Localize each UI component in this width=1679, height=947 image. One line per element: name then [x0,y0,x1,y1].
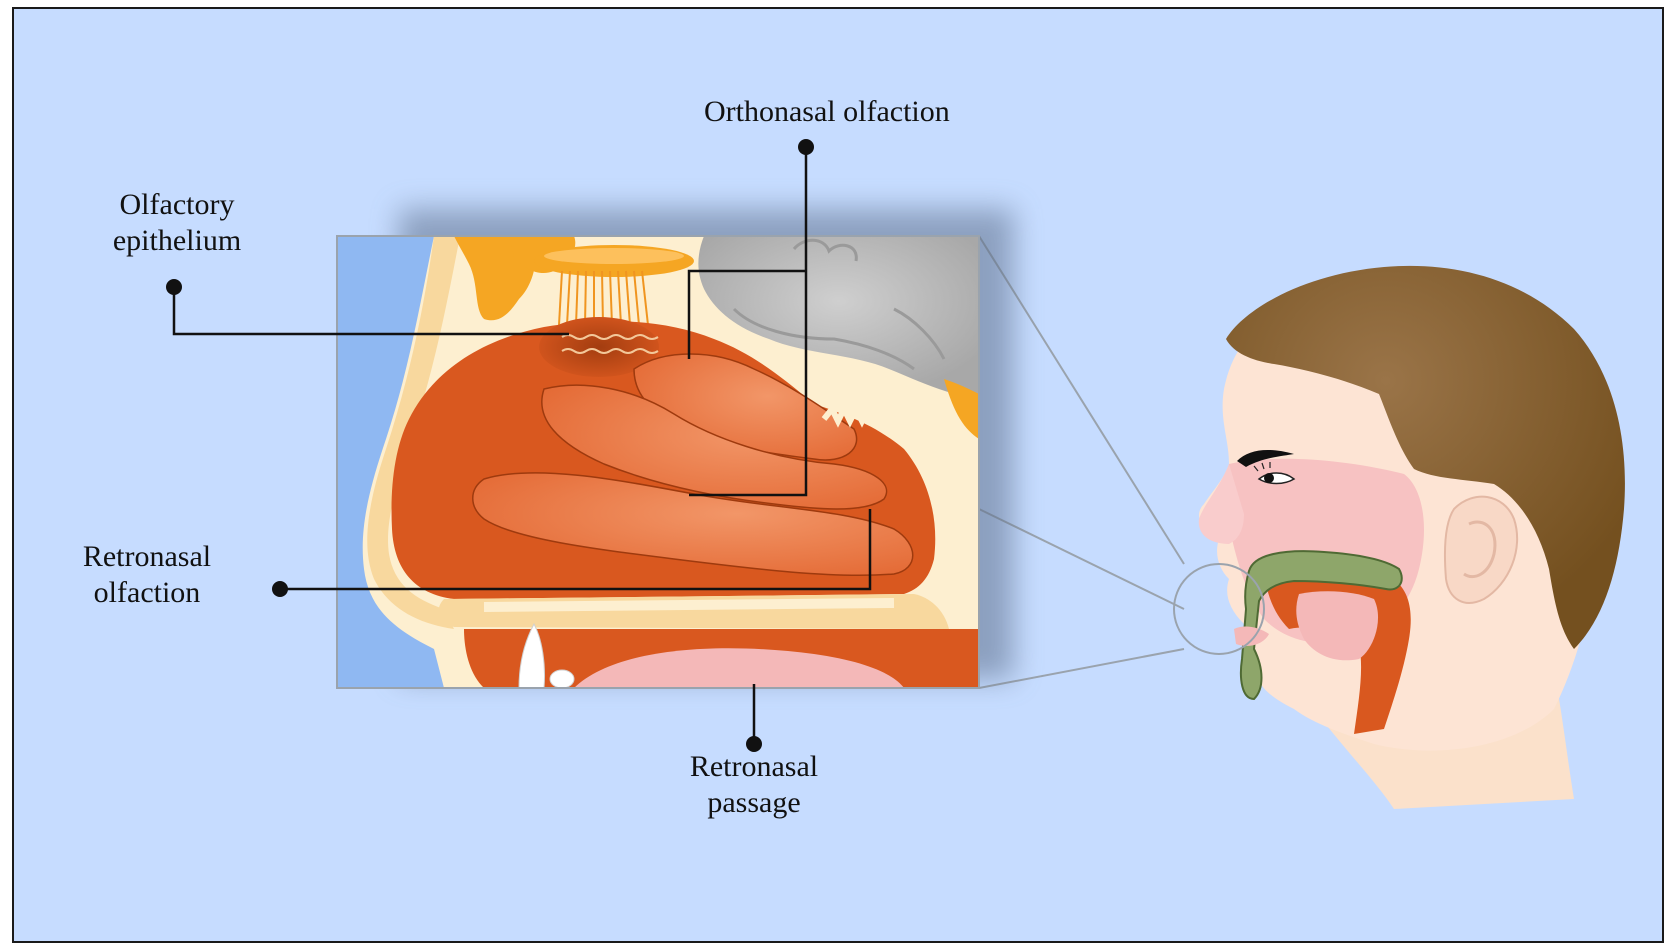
retronasal-passage-label: Retronasal passage [659,749,849,821]
retronasal-olfaction-line-1: Retronasal [62,539,232,575]
retronasal-olfaction-line-2: olfaction [62,575,232,611]
head-profile [1174,266,1625,809]
retronasal-passage-line-1: Retronasal [659,749,849,785]
olfactory-epithelium-line-1: Olfactory [92,187,262,223]
retronasal-olfaction-label: Retronasal olfaction [62,539,232,611]
olfactory-epithelium-label: Olfactory epithelium [92,187,262,259]
orthonasal-dot [798,139,814,155]
figure-frame: Orthonasal olfaction Olfactory epitheliu… [12,7,1664,943]
nasal-cavity-inset [337,236,979,688]
retronasal-olfaction-dot [272,581,288,597]
orthonasal-olfaction-text: Orthonasal olfaction [704,94,950,130]
retronasal-passage-line-2: passage [659,785,849,821]
olfactory-epithelium-line-2: epithelium [92,223,262,259]
orthonasal-olfaction-label: Orthonasal olfaction [704,94,950,130]
olfactory-epithelium-dot [166,279,182,295]
